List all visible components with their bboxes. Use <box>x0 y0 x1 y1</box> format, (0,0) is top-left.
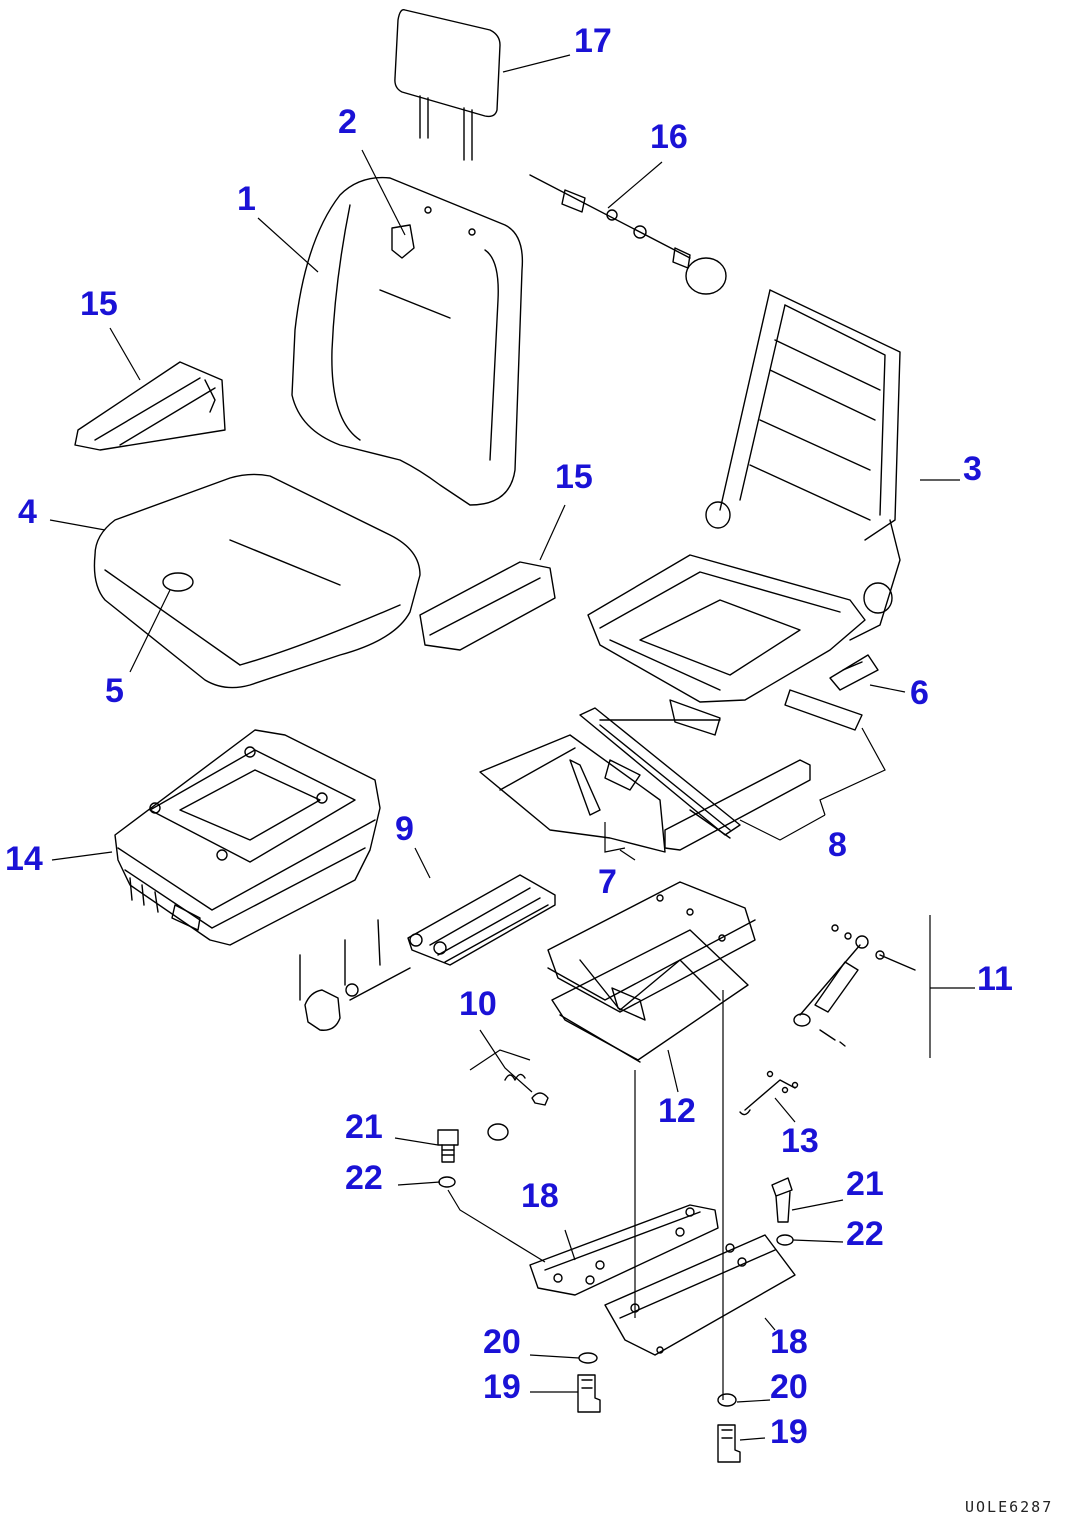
callout-16: 16 <box>650 118 688 156</box>
part-suspension-spring <box>299 874 556 1031</box>
callout-19-right: 19 <box>770 1413 808 1451</box>
part-suspension-cover <box>114 729 381 946</box>
part-bolt-washer-right <box>771 1177 794 1246</box>
callout-18-upper: 18 <box>521 1177 559 1215</box>
callout-8: 8 <box>828 826 847 864</box>
callout-1: 1 <box>237 180 256 218</box>
part-lever-pin <box>739 1070 799 1116</box>
callout-15-right: 15 <box>555 458 593 496</box>
callout-14: 14 <box>5 840 43 878</box>
part-slide-base <box>479 734 666 853</box>
callout-9: 9 <box>395 810 414 848</box>
part-mount-bracket-upper <box>529 1204 719 1296</box>
part-shock-absorber <box>793 924 916 1047</box>
callout-4: 4 <box>18 493 37 531</box>
part-bolt-washer-left <box>437 1129 459 1188</box>
part-suspension-unit <box>547 881 756 1063</box>
callout-20-left: 20 <box>483 1323 521 1361</box>
callout-21-right: 21 <box>846 1165 884 1203</box>
callout-2: 2 <box>338 103 357 141</box>
part-armrest-right <box>419 561 556 651</box>
callout-11: 11 <box>977 960 1013 998</box>
part-headrest <box>394 9 501 161</box>
callout-7: 7 <box>598 863 617 901</box>
callout-18-lower: 18 <box>770 1323 808 1361</box>
part-slide-lever <box>829 654 879 691</box>
callout-10: 10 <box>459 985 497 1023</box>
drawing-code: UOLE6287 <box>965 1498 1053 1516</box>
callout-22-right: 22 <box>846 1215 884 1253</box>
part-seat-frame <box>587 289 901 703</box>
leader-lines <box>49 54 960 1441</box>
part-mount-bracket-lower <box>604 1234 796 1356</box>
callout-22-left: 22 <box>345 1159 383 1197</box>
callout-5: 5 <box>105 672 124 710</box>
callout-6: 6 <box>910 674 929 712</box>
part-seat-back-cushion <box>291 176 524 506</box>
callout-15-left: 15 <box>80 285 118 323</box>
callout-12: 12 <box>658 1092 696 1130</box>
callout-labels: 17 2 16 1 15 3 4 15 5 6 8 9 14 7 11 10 1… <box>5 22 1013 1451</box>
callout-3: 3 <box>963 450 982 488</box>
part-clips <box>487 1073 549 1141</box>
callout-19-left: 19 <box>483 1368 521 1406</box>
part-slide-rails <box>579 689 863 851</box>
part-bottom-bolt-left <box>577 1352 601 1413</box>
callout-17: 17 <box>574 22 612 60</box>
part-bottom-bolt-right <box>717 1393 741 1463</box>
assembly-lines <box>447 915 975 1400</box>
callout-21-left: 21 <box>345 1108 383 1146</box>
callout-13: 13 <box>781 1122 819 1160</box>
part-seat-cushion <box>93 473 421 689</box>
callout-20-right: 20 <box>770 1368 808 1406</box>
part-lumbar-knob <box>529 174 727 295</box>
part-armrest-left <box>74 361 226 451</box>
